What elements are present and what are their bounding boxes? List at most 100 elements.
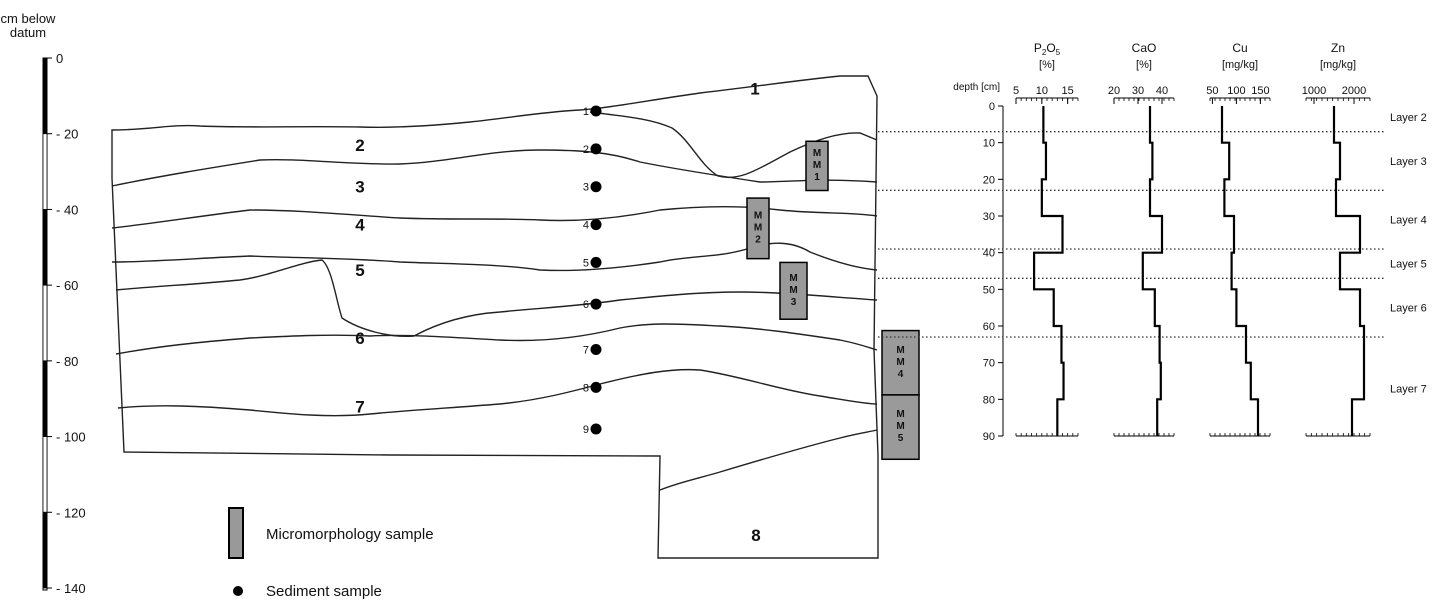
micromorphology-sample-label: 5 (898, 433, 904, 444)
scale-segment (42, 436, 48, 513)
panel-title: CaO (1132, 41, 1157, 55)
micromorphology-sample-box (779, 261, 808, 320)
layer-name-label: Layer 3 (1390, 156, 1427, 168)
panel-step-line (1220, 106, 1260, 436)
boundary-4-5 (111, 242, 878, 272)
panel-unit: [mg/kg] (1320, 59, 1356, 71)
scale-tick-label: - 20 (56, 127, 78, 142)
sediment-sample-dot (590, 344, 602, 355)
scale-segment (42, 511, 48, 589)
panel-tick-label: 10 (1036, 85, 1048, 97)
sediment-sample-dot (590, 143, 602, 155)
panel-tick-label: 30 (1132, 85, 1144, 97)
boundary-5-6 (115, 259, 878, 338)
sediment-sample-dot (590, 105, 602, 117)
scale-segment (42, 57, 48, 135)
panel-step-line (1332, 106, 1366, 436)
depth-axis-tick-label: 30 (983, 211, 995, 223)
panel-unit: [%] (1136, 59, 1152, 71)
legend-sediment-label: Sediment sample (266, 583, 382, 600)
micromorphology-sample-box (881, 394, 920, 461)
sediment-sample-label: 2 (583, 144, 589, 156)
scale-tick-label: - 40 (56, 202, 78, 217)
micromorphology-sample-box (746, 197, 770, 260)
depth-axis-tick-label: 50 (983, 284, 995, 296)
panel-tick-label: 1000 (1302, 85, 1326, 97)
scale-tick-label: - 60 (56, 278, 78, 293)
layer-number-label: 8 (751, 526, 760, 545)
boundary-3-4 (111, 205, 878, 229)
scale-segment (42, 133, 48, 210)
panel-title: P2O5 (1034, 41, 1061, 57)
section-profile (111, 75, 879, 559)
layer-number-label: 4 (355, 216, 365, 235)
micromorphology-sample-label: M (754, 210, 762, 221)
legend-micromorphology-symbol (228, 507, 244, 559)
sediment-sample-label: 4 (583, 220, 589, 232)
depth-axis-tick-label: 40 (983, 248, 995, 260)
scale-tick-label: - 80 (56, 354, 78, 369)
micromorphology-sample-label: M (813, 148, 821, 159)
panel-title: Cu (1232, 41, 1247, 55)
layer-number-label: 5 (355, 261, 364, 280)
depth-axis-tick-label: 60 (983, 321, 995, 333)
micromorphology-sample-label: M (813, 160, 821, 171)
sediment-sample-label: 5 (583, 257, 589, 269)
boundary-2-3 (111, 149, 878, 187)
scale-segment (42, 360, 48, 437)
sediment-sample-dot (590, 423, 602, 435)
depth-axis-tick-label: 10 (983, 138, 995, 150)
scale-title-line2: datum (10, 25, 46, 40)
depth-axis-tick-label: 70 (983, 358, 995, 370)
layer-name-label: Layer 2 (1390, 112, 1427, 124)
legend-micromorphology-label: Micromorphology sample (266, 526, 434, 543)
micromorphology-sample-label: M (896, 357, 904, 368)
micromorphology-sample-label: 1 (814, 172, 820, 183)
micromorphology-sample-box (805, 140, 829, 192)
scale-tick-label: - 140 (56, 581, 86, 596)
depth-scale: cm below datum 0- 20- 40- 60- 80- 100- 1… (1, 11, 86, 596)
micromorphology-sample-label: M (896, 345, 904, 356)
sediment-sample-label: 8 (583, 382, 589, 394)
micromorphology-sample-label: 2 (755, 234, 761, 245)
scale-tick-label: 0 (56, 51, 63, 66)
boundary-8 (659, 429, 878, 491)
layer-name-label: Layer 7 (1390, 383, 1427, 395)
panel-tick-label: 20 (1108, 85, 1120, 97)
sediment-sample-label: 1 (583, 106, 589, 118)
sediment-sample-dot (590, 219, 602, 231)
sediment-sample-dot (590, 181, 602, 193)
micromorphology-sample-label: 3 (791, 297, 797, 308)
profile-outline (111, 75, 879, 559)
panel-tick-label: 150 (1251, 85, 1269, 97)
sediment-sample-dot (590, 381, 602, 393)
layer-number-label: 2 (355, 136, 364, 155)
micromorphology-sample-label: M (896, 421, 904, 432)
scale-segment (42, 284, 48, 362)
legend: Micromorphology sample Sediment sample (228, 507, 434, 600)
scale-segment (42, 209, 48, 286)
panel-tick-label: 100 (1227, 85, 1245, 97)
micromorphology-sample-label: M (789, 285, 797, 296)
micromorphology-sample-label: M (789, 273, 797, 284)
panel-tick-label: 40 (1156, 85, 1168, 97)
sediment-sample-dot (590, 256, 602, 268)
layer-name-label: Layer 6 (1390, 303, 1427, 315)
sediment-sample-label: 9 (583, 424, 589, 436)
sediment-sample-label: 3 (583, 182, 589, 194)
panel-tick-label: 5 (1013, 85, 1019, 97)
micromorphology-sample-label: M (896, 409, 904, 420)
depth-axis-label: depth [cm] (953, 82, 1000, 93)
micromorphology-sample-label: M (754, 222, 762, 233)
layer-name-label: Layer 5 (1390, 259, 1427, 271)
depth-axis-tick-label: 20 (983, 174, 995, 186)
depth-axis-tick-label: 80 (983, 394, 995, 406)
boundary-1-2 (589, 111, 878, 179)
boundary-6-7 (115, 323, 878, 355)
layer-number-label: 7 (355, 397, 364, 416)
